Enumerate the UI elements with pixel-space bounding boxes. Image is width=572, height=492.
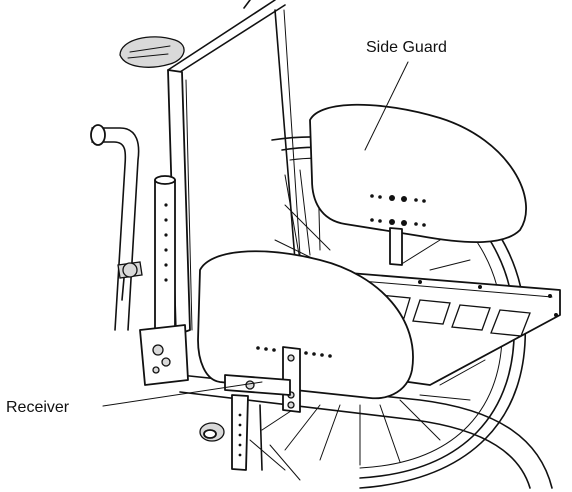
armrest-tube (90, 124, 143, 331)
side-guard-label: Side Guard (366, 39, 447, 56)
callout-receiver: Receiver (6, 381, 263, 416)
knob (199, 422, 225, 442)
callout-side-guard: Side Guard (364, 39, 447, 151)
receiver-label: Receiver (6, 399, 70, 416)
lower-frame-tube (179, 374, 553, 489)
handle-grip (119, 36, 185, 68)
vertical-receiver-post (139, 175, 189, 386)
receiver-bracket (224, 346, 301, 471)
rear-side-guard (309, 103, 527, 266)
front-side-guard (197, 250, 414, 400)
